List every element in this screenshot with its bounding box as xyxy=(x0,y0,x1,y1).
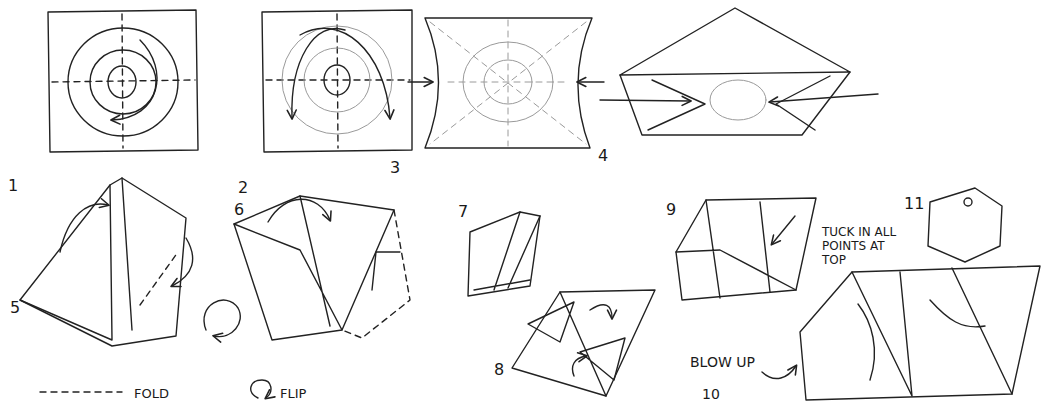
step-8-figure xyxy=(512,290,655,396)
fold-legend-line xyxy=(40,391,122,392)
step-1-figure xyxy=(48,10,198,152)
paper-square xyxy=(48,10,198,152)
tuck-arrow xyxy=(772,216,795,244)
paper-edge xyxy=(852,268,1012,396)
paper-square xyxy=(262,10,412,152)
step-number-box: 7 xyxy=(458,202,468,221)
step-10-figure xyxy=(762,266,1040,400)
fold-arrow xyxy=(300,28,390,118)
flip-symbol xyxy=(204,300,240,336)
fold-arrow xyxy=(60,204,108,252)
push-arrow xyxy=(600,100,690,101)
fold-line xyxy=(342,210,410,338)
step-3-figure xyxy=(408,18,604,148)
paper-shape xyxy=(20,178,186,346)
push-arrow xyxy=(578,81,604,82)
step-number-box: 5 xyxy=(10,298,20,317)
fold-arrow xyxy=(112,40,157,120)
fold-line xyxy=(52,80,195,82)
fold-line xyxy=(337,14,338,148)
hole-mark xyxy=(964,198,972,206)
legend-text: FOLD xyxy=(134,387,169,402)
instruction-note-box: TUCK IN ALL POINTS AT TOP xyxy=(822,226,908,268)
step-number: 5 xyxy=(10,299,20,317)
paper-edge xyxy=(676,200,796,298)
step-11-figure xyxy=(928,188,1002,262)
step-number: 9 xyxy=(666,201,676,219)
step-5-figure xyxy=(20,178,240,346)
fold-line xyxy=(140,252,178,305)
paper-shape xyxy=(800,266,1040,400)
fold-arrow xyxy=(268,199,330,222)
paper-flap xyxy=(528,292,625,396)
step-6-figure xyxy=(234,196,410,340)
step-number-box: 1 xyxy=(8,176,18,195)
step-4-figure xyxy=(600,8,878,135)
step-number: 2 xyxy=(238,179,248,197)
step-number: 3 xyxy=(390,159,400,177)
step-number: 4 xyxy=(598,147,608,165)
step-number: 8 xyxy=(494,361,504,379)
paper-edge xyxy=(474,212,540,290)
circle-crease xyxy=(108,66,136,98)
paper-shape xyxy=(620,8,850,75)
circle-crease xyxy=(463,42,553,122)
step-number: 10 xyxy=(702,386,720,402)
paper-shape xyxy=(234,196,394,340)
push-arrow xyxy=(408,81,432,82)
fold-line xyxy=(430,20,586,146)
step-number-box: 8 xyxy=(494,360,504,379)
paper-shape xyxy=(928,188,1002,262)
fold-arrow xyxy=(172,238,193,286)
paper-shape xyxy=(620,72,850,135)
fold-arrow xyxy=(573,356,587,376)
step-number-box: 4 xyxy=(598,146,608,165)
step-9-figure xyxy=(676,198,816,300)
fold-arrow xyxy=(372,252,400,290)
paper-edge xyxy=(858,300,985,380)
flip-legend-symbol xyxy=(251,380,271,398)
step-number-box: 11 xyxy=(904,194,924,213)
circle-crease xyxy=(68,28,178,136)
instruction-note-box: BLOW UP xyxy=(690,352,755,371)
legend-text-box: FLIP xyxy=(280,383,306,402)
blow-arrow xyxy=(762,366,796,379)
fold-arrow xyxy=(590,305,612,318)
instruction-note: TUCK IN ALL POINTS AT TOP xyxy=(822,226,908,267)
step-number-box: 9 xyxy=(666,200,676,219)
legend-text: FLIP xyxy=(280,387,306,402)
instruction-note: BLOW UP xyxy=(690,354,755,370)
paper-shape xyxy=(425,18,592,148)
paper-edge xyxy=(20,178,132,340)
paper-shape xyxy=(468,212,540,296)
circle-crease xyxy=(90,50,156,114)
step-number-box: 2 xyxy=(238,178,248,197)
step-number: 11 xyxy=(904,195,924,213)
fold-arrow xyxy=(292,28,345,118)
step-number-box: 10 xyxy=(702,384,720,403)
paper-flap xyxy=(648,76,830,130)
step-number: 6 xyxy=(234,201,244,219)
circle-crease xyxy=(282,26,392,134)
circle-crease xyxy=(304,48,370,112)
circle-crease xyxy=(710,80,766,120)
fold-line xyxy=(266,79,410,80)
step-2-figure xyxy=(262,10,412,152)
step-number: 7 xyxy=(458,203,468,221)
step-7-figure xyxy=(468,212,540,296)
circle-crease xyxy=(484,60,532,104)
step-number: 1 xyxy=(8,177,18,195)
paper-shape xyxy=(676,198,816,300)
circle-crease xyxy=(324,65,350,95)
step-number-box: 3 xyxy=(390,158,400,177)
legend-text-box: FOLD xyxy=(134,383,169,402)
step-number-box: 6 xyxy=(234,200,244,219)
paper-shape xyxy=(512,290,655,396)
paper-edge xyxy=(234,196,342,330)
push-arrow xyxy=(770,94,878,102)
